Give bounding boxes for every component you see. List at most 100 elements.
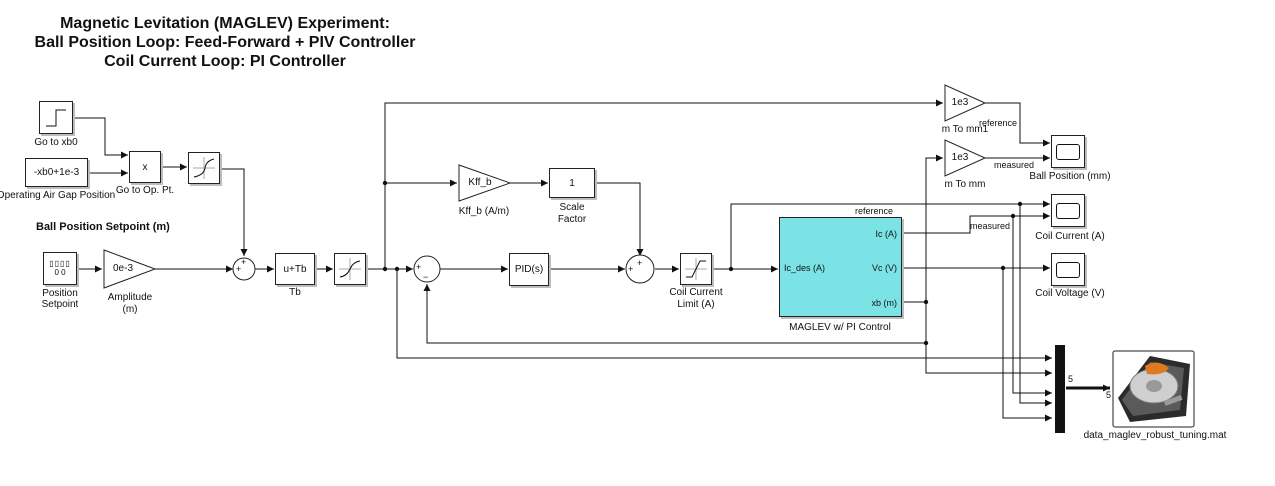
sum1-sign-top: + bbox=[241, 257, 247, 267]
signal-label-reference-mid: reference bbox=[855, 206, 894, 216]
setpoint-label-line2: Setpoint bbox=[41, 299, 79, 310]
kff-label: Kff_b (A/m) bbox=[458, 206, 510, 217]
amplitude-label-line1: Amplitude bbox=[107, 292, 153, 303]
step-block[interactable] bbox=[39, 101, 73, 134]
wire-ref-branch[interactable] bbox=[384, 99, 943, 269]
sum3-shape[interactable] bbox=[625, 254, 655, 284]
file-in-width: 5 bbox=[1106, 390, 1112, 400]
saturation1-block[interactable] bbox=[334, 253, 366, 285]
sum3-sign-left: + bbox=[628, 264, 634, 274]
constant-gap-label: Operating Air Gap Position bbox=[0, 190, 116, 201]
amplitude-gain-shape[interactable] bbox=[103, 249, 157, 289]
signal-label-reference-top: reference bbox=[979, 118, 1018, 128]
wire-lookup-sum1[interactable] bbox=[220, 168, 248, 256]
tb-block[interactable]: u+Tb bbox=[275, 253, 315, 285]
generator-display: 0 0 bbox=[54, 267, 66, 277]
branch-point bbox=[1000, 265, 1006, 271]
generator-icon: ▯▯▯▯ bbox=[49, 258, 71, 268]
wire-step-product[interactable] bbox=[73, 117, 128, 159]
sum2-sign-plus: + bbox=[416, 262, 422, 272]
signal-label-measured-mid: measured bbox=[970, 221, 1011, 231]
wire-ref-mux[interactable] bbox=[396, 269, 1052, 362]
port-ic-des: Ic_des (A) bbox=[784, 263, 826, 273]
scale-label-line1: Scale bbox=[559, 202, 585, 213]
sum1-shape[interactable] bbox=[232, 257, 256, 281]
gain-ref-value: 1e3 bbox=[951, 97, 969, 108]
curve-icon bbox=[193, 157, 215, 179]
scope-coil-voltage[interactable] bbox=[1051, 253, 1085, 286]
scope-ball-position[interactable] bbox=[1051, 135, 1085, 168]
maglev-label: MAGLEV w/ PI Control bbox=[789, 322, 891, 333]
saturation2-block[interactable] bbox=[680, 253, 712, 285]
scope-icon bbox=[1056, 143, 1080, 160]
pid-controller-block[interactable]: PID(s) bbox=[509, 253, 549, 286]
sum2-sign-minus: − bbox=[423, 272, 429, 282]
gain-meas-shape[interactable] bbox=[944, 139, 987, 177]
gain-meas-label: m To mm bbox=[944, 179, 986, 190]
scope-ball-label: Ball Position (mm) bbox=[1029, 171, 1111, 182]
sum2-shape[interactable] bbox=[413, 255, 441, 283]
scope-icon bbox=[1056, 261, 1080, 278]
amplitude-value: 0e-3 bbox=[112, 263, 133, 274]
branch-point bbox=[923, 340, 929, 346]
scale-label-line2: Factor bbox=[557, 214, 587, 225]
tofile-label: data_maglev_robust_tuning.mat bbox=[1083, 430, 1227, 441]
wire-xb-mux[interactable] bbox=[925, 302, 1052, 377]
port-vc: Vc (V) bbox=[871, 263, 897, 273]
maglev-subsystem-block[interactable]: Ic_des (A) Ic (A) Vc (V) xb (m) bbox=[779, 217, 902, 317]
tb-label: Tb bbox=[289, 287, 301, 298]
wire-icdes-mux[interactable] bbox=[1019, 204, 1052, 407]
scope-icon bbox=[1056, 202, 1080, 219]
current-limit-label-line2: Limit (A) bbox=[677, 299, 715, 310]
product-block[interactable]: x bbox=[129, 151, 161, 183]
gain-ref-label: m To mm1 bbox=[941, 124, 989, 135]
sum3-sign-top: + bbox=[637, 258, 643, 268]
wire-ic-mux[interactable] bbox=[1012, 216, 1052, 397]
mux-out-width: 5 bbox=[1068, 374, 1074, 384]
constant-gap-block[interactable]: -xb0+1e-3 bbox=[25, 158, 88, 187]
branch-point bbox=[923, 299, 929, 305]
port-xb: xb (m) bbox=[871, 298, 898, 308]
wire-icdes-scope[interactable] bbox=[730, 200, 1050, 269]
harddrive-icon[interactable] bbox=[1112, 350, 1195, 428]
setpoint-generator-block[interactable]: ▯▯▯▯ 0 0 bbox=[43, 252, 77, 285]
wire-xb-feedback[interactable] bbox=[423, 284, 926, 344]
mux-block[interactable] bbox=[1055, 345, 1065, 433]
setpoint-label-line1: Position bbox=[42, 288, 78, 299]
wire-vc-mux[interactable] bbox=[1002, 268, 1052, 422]
section-label: Ball Position Setpoint (m) bbox=[36, 221, 170, 233]
scale-factor-block[interactable]: 1 bbox=[549, 168, 595, 198]
wire-xb-out[interactable] bbox=[902, 154, 943, 303]
step-icon bbox=[46, 109, 66, 126]
branch-point bbox=[1017, 201, 1023, 207]
page-title-line3: Coil Current Loop: PI Controller bbox=[104, 53, 346, 70]
branch-point bbox=[382, 180, 388, 186]
branch-point bbox=[1010, 213, 1016, 219]
amplitude-label-line2: (m) bbox=[122, 304, 138, 315]
gain-ref-shape[interactable] bbox=[944, 84, 987, 122]
page-title-line2: Ball Position Loop: Feed-Forward + PIV C… bbox=[34, 34, 416, 51]
current-limit-label-line1: Coil Current bbox=[669, 287, 723, 298]
saturation-icon bbox=[685, 258, 707, 280]
product-label: Go to Op. Pt. bbox=[115, 185, 175, 196]
branch-point bbox=[382, 266, 388, 272]
sum1-sign-left: + bbox=[236, 264, 242, 274]
wire-scale-sum3[interactable] bbox=[595, 182, 644, 256]
signal-label-measured-top: measured bbox=[994, 160, 1035, 170]
port-ic: Ic (A) bbox=[875, 229, 898, 239]
page-title-line1: Magnetic Levitation (MAGLEV) Experiment: bbox=[60, 15, 390, 32]
scope-voltage-label: Coil Voltage (V) bbox=[1035, 288, 1105, 299]
saturation-icon bbox=[339, 258, 361, 280]
scope-coil-current[interactable] bbox=[1051, 194, 1085, 227]
scope-current-label: Coil Current (A) bbox=[1035, 231, 1105, 242]
kff-gain-shape[interactable] bbox=[458, 164, 512, 202]
branch-point bbox=[394, 266, 400, 272]
lookup-block[interactable] bbox=[188, 152, 220, 184]
wire-gainref-scope[interactable] bbox=[985, 102, 1050, 147]
gain-meas-value: 1e3 bbox=[951, 152, 969, 163]
kff-value: Kff_b bbox=[468, 177, 492, 188]
wire-ic-out[interactable] bbox=[902, 212, 1050, 234]
step-label: Go to xb0 bbox=[34, 137, 78, 148]
branch-point bbox=[728, 266, 734, 272]
